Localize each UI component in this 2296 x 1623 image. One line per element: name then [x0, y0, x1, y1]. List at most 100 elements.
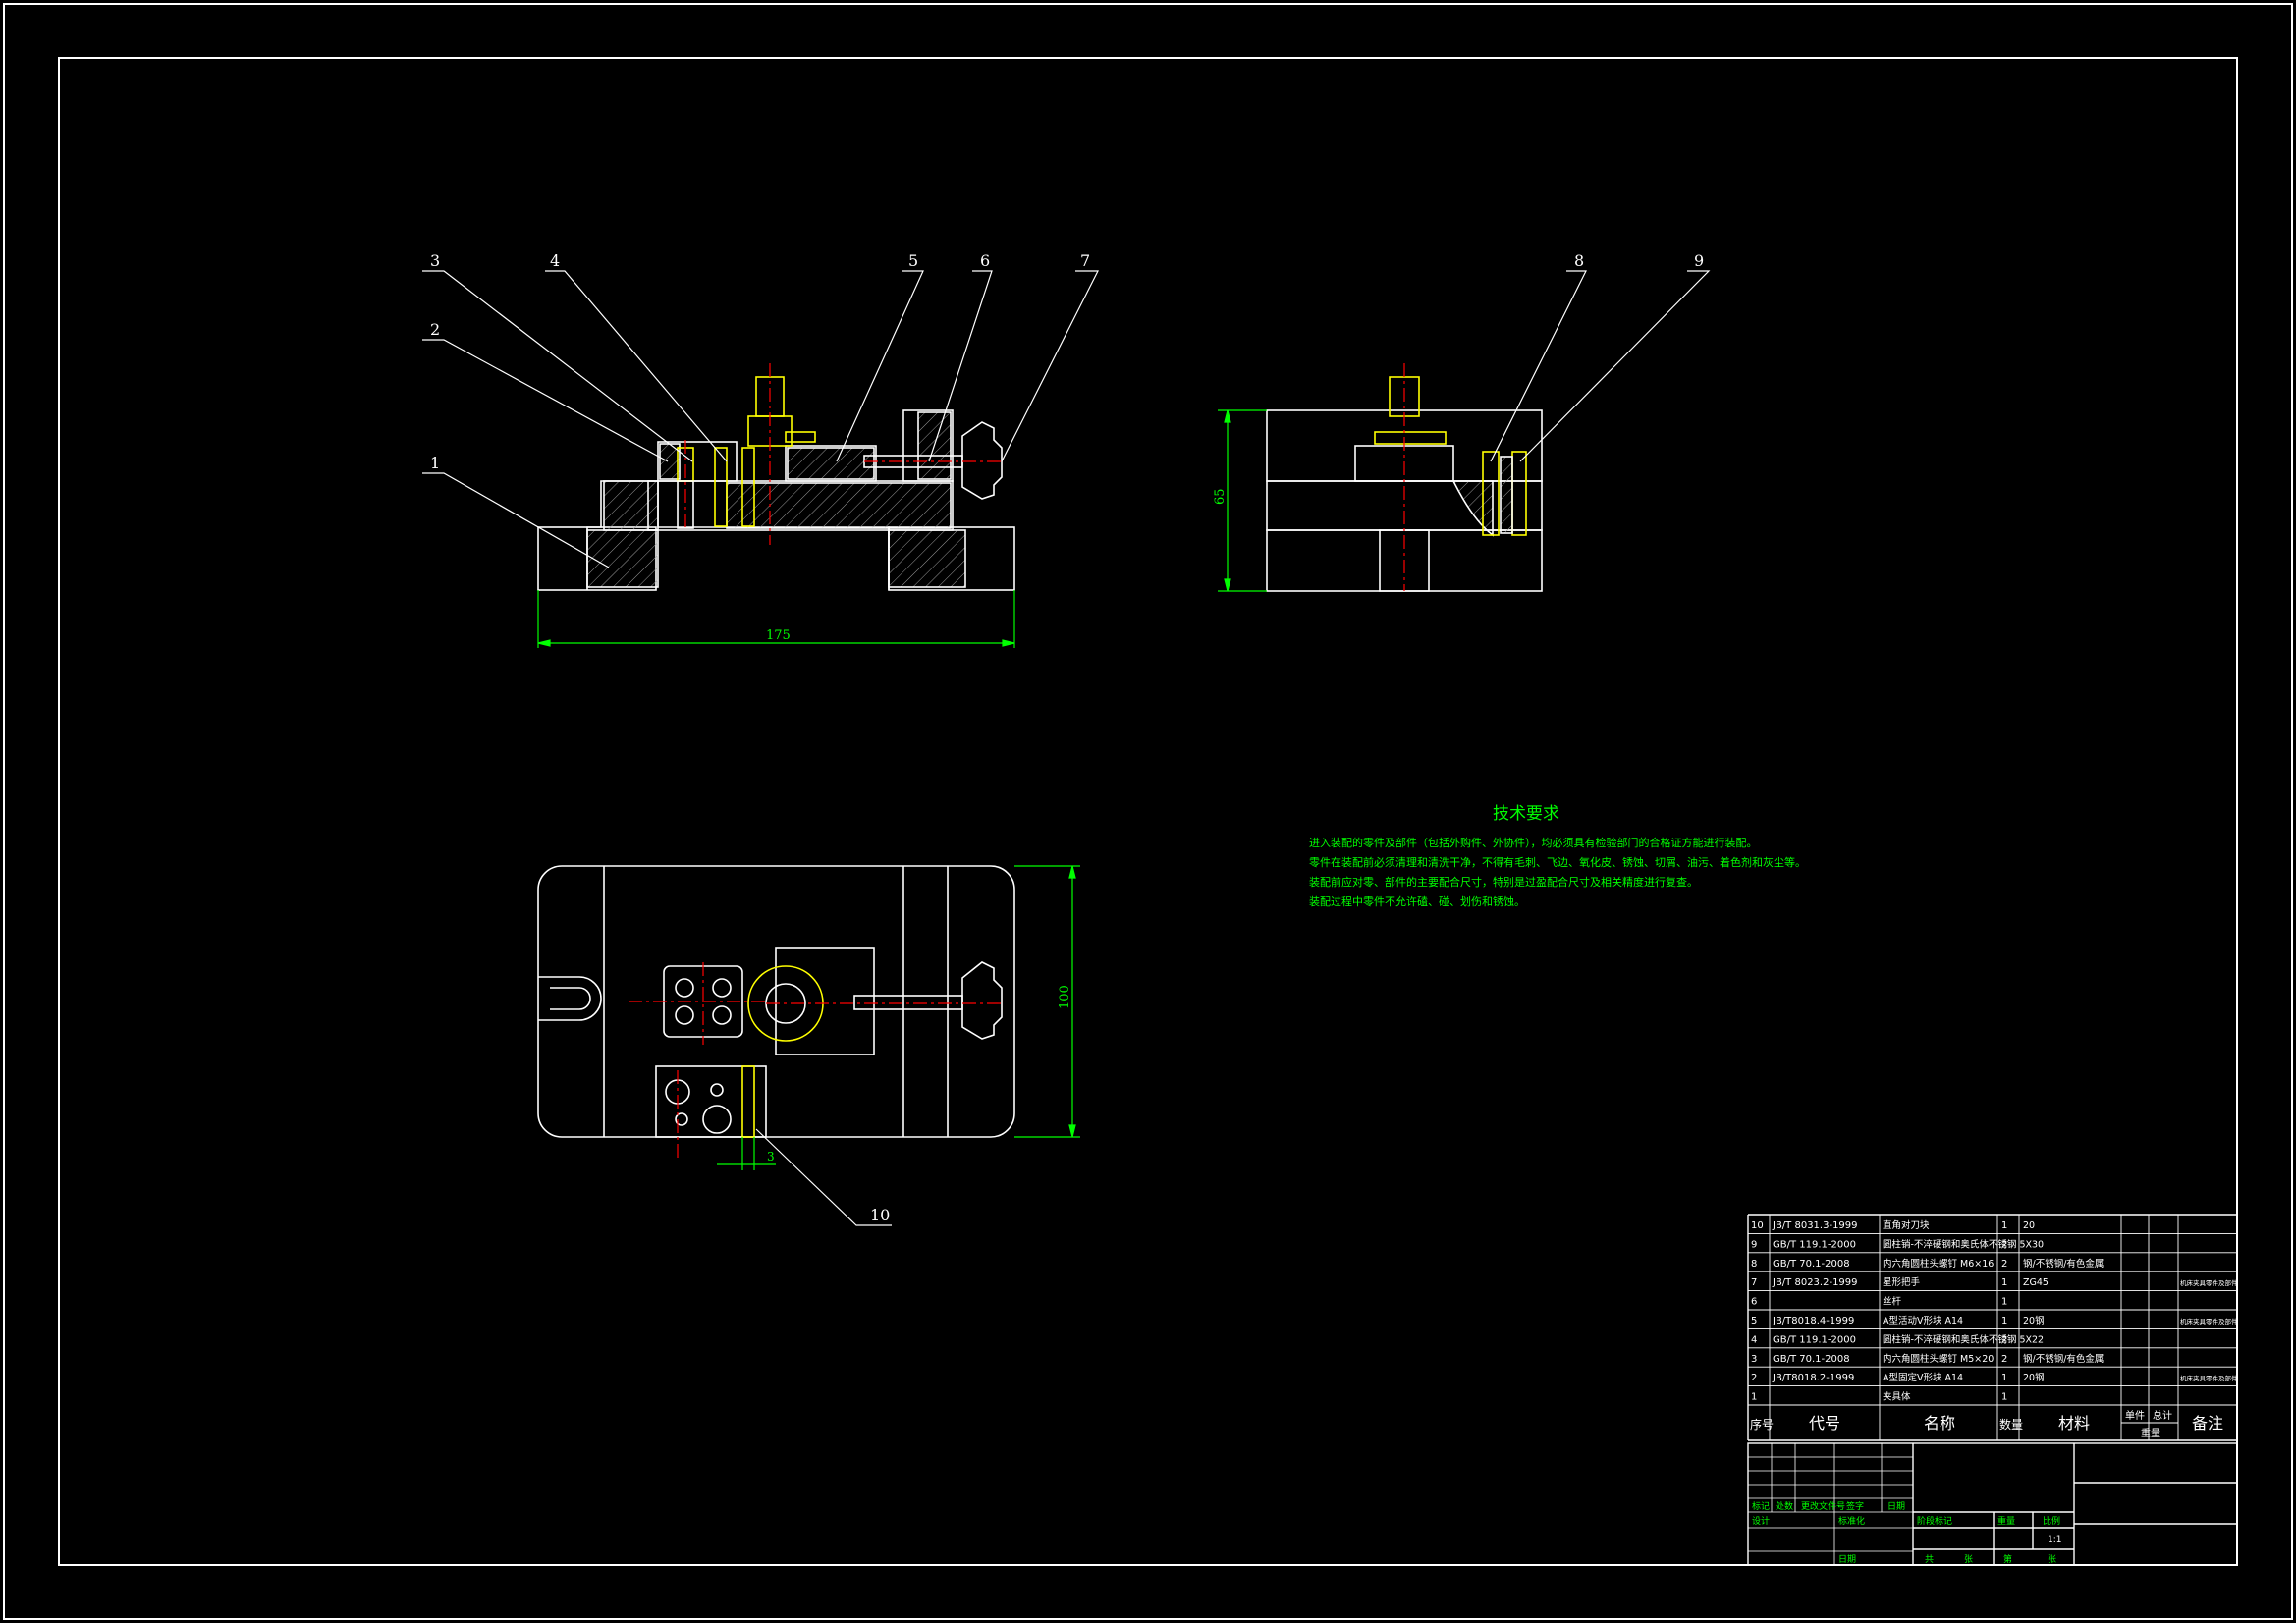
- bom-row-name: A型固定V形块 A14: [1883, 1372, 1963, 1383]
- tech-req-line-1: 进入装配的零件及部件（包括外购件、外协件），均必须具有检验部门的合格证方能进行装…: [1309, 836, 1758, 849]
- bom-row-code: GB/T 70.1-2008: [1773, 1354, 1850, 1365]
- tb-scale-value: 1:1: [2048, 1535, 2061, 1544]
- bom-header-name: 名称: [1924, 1414, 1955, 1433]
- bom-row-no: 4: [1751, 1334, 1757, 1345]
- dim-side-height-label: 65: [1213, 488, 1228, 505]
- dim-front-width-label: 175: [766, 628, 791, 643]
- bom-row-name: 丝杆: [1883, 1296, 1902, 1308]
- bom-header-unit: 单件: [2125, 1410, 2145, 1422]
- setter-hole-3: [710, 1083, 724, 1097]
- bom-row-note: 机床夹具零件及部件: [2180, 1278, 2238, 1287]
- tb-label-total: 共: [1925, 1554, 1934, 1565]
- side-clamp: [1374, 431, 1447, 445]
- bom-row-code: GB/T 70.1-2008: [1773, 1259, 1850, 1270]
- bom-row-no: 7: [1751, 1277, 1757, 1288]
- star-handle: [961, 421, 1003, 500]
- base-hatch-right: [888, 529, 966, 588]
- bom-row-qty: 1: [2001, 1392, 2007, 1403]
- front-leaders: [422, 270, 1099, 568]
- tb-label-date2: 日期: [1838, 1554, 1856, 1565]
- pin-5: [741, 447, 755, 527]
- bom-row-no: 6: [1751, 1297, 1757, 1308]
- tb-label-sheet: 张: [1964, 1554, 1973, 1565]
- bom-row-no: 8: [1751, 1259, 1757, 1270]
- tb-label-sheet2: 张: [2048, 1554, 2056, 1565]
- balloon-5: 5: [908, 251, 918, 270]
- bom-row-no: 5: [1751, 1316, 1757, 1326]
- dim-side-height: [1218, 409, 1267, 592]
- side-pin-9: [1511, 451, 1527, 536]
- hole-a: [675, 978, 694, 998]
- front-view: [537, 376, 1015, 591]
- bom-header-note: 备注: [2192, 1414, 2223, 1433]
- balloon-8: 8: [1574, 251, 1584, 270]
- balloon-10: 10: [870, 1206, 890, 1224]
- setter-block: [655, 1065, 767, 1138]
- bom-row-material: 20钢: [2023, 1372, 2045, 1383]
- bom-row-name: 圆柱销-不淬硬钢和奥氏体不锈钢 5X22: [1883, 1333, 2044, 1345]
- tb-label-stage: 阶段标记: [1917, 1515, 1952, 1527]
- screw-under: [677, 480, 694, 529]
- top-view: [537, 865, 1015, 1138]
- side-view: [1266, 376, 1543, 592]
- bom-header-no: 序号: [1750, 1417, 1774, 1432]
- pin-4: [714, 447, 728, 527]
- side-arc-hatch: [1451, 480, 1494, 537]
- tech-req-title: 技术要求: [1493, 804, 1559, 824]
- side-hatch-r: [1500, 456, 1513, 534]
- top-leaders: [755, 1128, 892, 1226]
- bom-row-code: JB/T8018.4-1999: [1772, 1316, 1854, 1326]
- bom-row-material: 钢/不锈钢/有色金属: [2023, 1353, 2104, 1365]
- bom-row-code: GB/T 119.1-2000: [1773, 1334, 1856, 1345]
- tb-label-standard: 标准化: [1838, 1515, 1865, 1527]
- bom-row-qty: 1: [2001, 1297, 2007, 1308]
- outer-border: [3, 3, 2293, 1620]
- hole-b: [712, 978, 732, 998]
- bom-row-name: 星形把手: [1883, 1276, 1921, 1288]
- tb-label-sign: 签字: [1846, 1500, 1864, 1512]
- bom-row-no: 10: [1751, 1220, 1764, 1231]
- u-slot: [538, 976, 602, 1021]
- top-handle: [961, 961, 1003, 1040]
- v-block-top: [775, 947, 875, 1055]
- bom-row-note: 机床夹具零件及部件: [2180, 1317, 2238, 1325]
- bom-row-code: JB/T 8031.3-1999: [1772, 1220, 1858, 1231]
- bom-row-code: JB/T8018.2-1999: [1772, 1373, 1854, 1383]
- tb-label-count: 处数: [1776, 1500, 1793, 1512]
- bom-row-qty: 2: [2001, 1239, 2007, 1250]
- bom-row-material: ZG45: [2023, 1277, 2049, 1288]
- tb-label-weight: 重量: [1997, 1515, 2015, 1527]
- bom-row-qty: 2: [2001, 1334, 2007, 1345]
- tech-req-line-3: 装配前应对零、部件的主要配合尺寸，特别是过盈配合尺寸及相关精度进行复查。: [1309, 875, 1698, 889]
- balloon-2: 2: [430, 320, 440, 339]
- base-hatch-left: [586, 529, 659, 588]
- tech-req-line-4: 装配过程中零件不允许磕、碰、划伤和锈蚀。: [1309, 894, 1525, 908]
- bom-row-code: GB/T 119.1-2000: [1773, 1239, 1856, 1250]
- tb-label-scale: 比例: [2043, 1515, 2060, 1527]
- tb-label-change: 更改文件号: [1801, 1500, 1845, 1512]
- dim-top-height: [1014, 865, 1080, 1138]
- bom-row-qty: 2: [2001, 1354, 2007, 1365]
- setter-edge: [741, 1065, 755, 1138]
- setter-hole-2: [702, 1105, 732, 1134]
- bom-row-code: JB/T 8023.2-1999: [1772, 1277, 1858, 1288]
- bom-row-qty: 1: [2001, 1316, 2007, 1326]
- top-screw-rod: [853, 995, 963, 1010]
- side-leaders: [1490, 270, 1711, 462]
- moving-v-block-hatch: [787, 447, 875, 480]
- hole-d: [712, 1005, 732, 1025]
- setter-hole-4: [675, 1112, 688, 1126]
- bom-row-qty: 1: [2001, 1220, 2007, 1231]
- dim-top-small: [717, 1137, 776, 1170]
- bom-row-qty: 1: [2001, 1373, 2007, 1383]
- bom-row-no: 2: [1751, 1373, 1757, 1383]
- balloon-9: 9: [1694, 251, 1704, 270]
- top-centerlines: [629, 962, 1002, 1159]
- hole-c: [675, 1005, 694, 1025]
- screw-bracket: [902, 409, 954, 482]
- tb-label-mark: 标记: [1752, 1500, 1770, 1512]
- tb-label-design: 设计: [1752, 1515, 1770, 1527]
- bom-row-name: A型活动V形块 A14: [1883, 1315, 1963, 1326]
